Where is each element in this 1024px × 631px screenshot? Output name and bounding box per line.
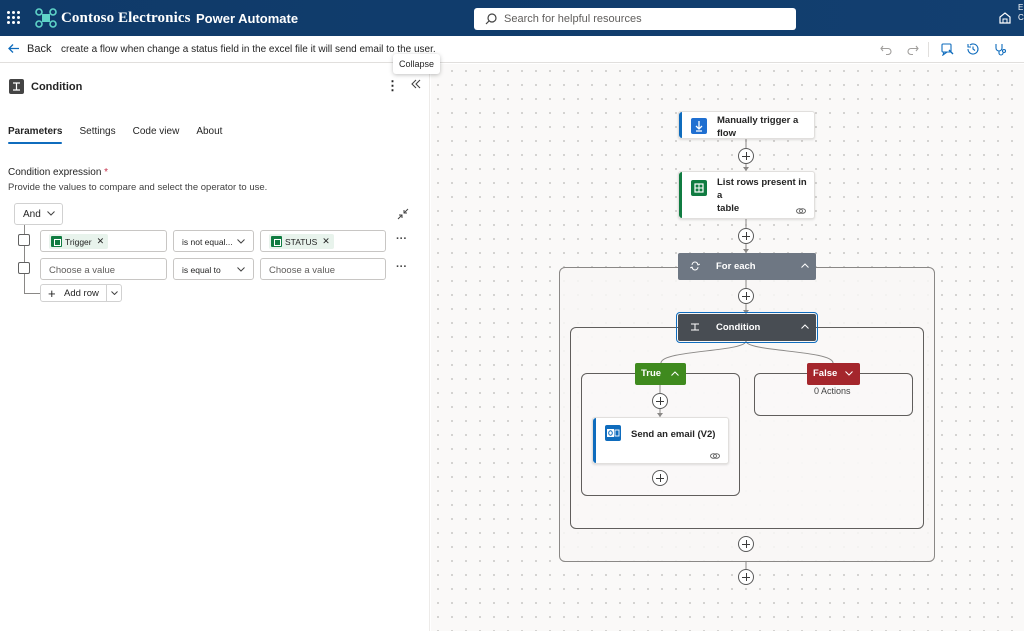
row-more-button[interactable]: ···	[396, 261, 407, 273]
add-action-button[interactable]	[738, 148, 754, 164]
dynamic-token-trigger[interactable]: Trigger ✕	[49, 234, 109, 249]
excel-icon	[271, 236, 282, 247]
tab-settings[interactable]: Settings	[79, 126, 116, 137]
operator-dropdown[interactable]: is not equal...	[173, 230, 254, 252]
panel-title: Condition	[31, 81, 83, 93]
card-title: Send an email (V2)	[631, 429, 716, 440]
row-checkbox[interactable]	[18, 234, 30, 246]
excel-icon	[51, 236, 62, 247]
flow-checker-icon[interactable]	[993, 42, 1007, 56]
required-mark: *	[104, 167, 109, 178]
chevron-down-icon[interactable]	[111, 291, 118, 295]
redo-icon[interactable]	[906, 42, 920, 56]
app-launcher-icon[interactable]	[7, 11, 20, 24]
chevron-down-icon	[237, 239, 245, 244]
panel-tabs: Parameters Settings Code view About	[8, 126, 222, 144]
tree-line	[24, 293, 40, 294]
collapse-arrows-icon[interactable]	[397, 208, 409, 220]
dynamic-token-status[interactable]: STATUS ✕	[269, 234, 334, 249]
chevron-up-icon[interactable]	[801, 324, 809, 329]
search-box[interactable]: Search for helpful resources	[474, 8, 796, 30]
app-name[interactable]: Power Automate	[196, 11, 299, 26]
link-icon	[796, 208, 806, 214]
properties-panel: Condition ⋮ Parameters Settings Code vie…	[0, 64, 430, 631]
command-bar: Back create a flow when change a status …	[0, 36, 1024, 63]
link-icon	[710, 453, 720, 459]
search-placeholder: Search for helpful resources	[504, 13, 642, 25]
condition-icon	[9, 79, 24, 94]
add-action-button[interactable]	[738, 536, 754, 552]
collapse-panel-icon[interactable]	[410, 78, 422, 90]
condition-right-value[interactable]: STATUS ✕	[260, 230, 386, 252]
tab-code-view[interactable]: Code view	[132, 126, 180, 137]
row-checkbox[interactable]	[18, 262, 30, 274]
false-actions-count: 0 Actions	[814, 386, 851, 396]
card-title: Manually trigger a flow	[717, 115, 799, 139]
add-action-button[interactable]	[738, 288, 754, 304]
condition-expression-label: Condition expression *	[8, 167, 109, 178]
condition-right-value[interactable]: Choose a value	[260, 258, 386, 280]
remove-token-icon[interactable]: ✕	[96, 236, 105, 246]
plus-icon: +	[48, 286, 56, 301]
add-action-button[interactable]	[738, 228, 754, 244]
tree-line	[24, 225, 25, 294]
more-options-button[interactable]: ⋮	[386, 78, 399, 93]
back-label: Back	[27, 42, 52, 55]
undo-icon[interactable]	[879, 42, 893, 56]
operator-dropdown[interactable]: is equal to	[173, 258, 254, 280]
row-more-button[interactable]: ···	[396, 233, 407, 245]
top-bar: Contoso Electronics Power Automate Searc…	[0, 0, 1024, 36]
send-email-card[interactable]: Send an email (V2)	[592, 417, 729, 464]
true-branch-label[interactable]: True	[635, 363, 686, 385]
chevron-up-icon	[671, 371, 679, 376]
search-icon	[485, 13, 497, 25]
environment-name: E C	[1018, 3, 1024, 22]
version-history-icon[interactable]	[966, 42, 980, 56]
chevron-up-icon[interactable]	[801, 263, 809, 268]
loop-icon	[690, 261, 700, 271]
condition-left-value[interactable]: Trigger ✕	[40, 230, 167, 252]
condition-left-value[interactable]: Choose a value	[40, 258, 167, 280]
toolbar-divider	[928, 42, 929, 57]
add-action-button[interactable]	[652, 393, 668, 409]
card-title: List rows present in a table	[717, 177, 807, 214]
manual-trigger-card[interactable]: Manually trigger a flow	[678, 111, 815, 139]
back-arrow-icon	[8, 44, 19, 53]
condition-expression-description: Provide the values to compare and select…	[8, 182, 268, 193]
environment-icon[interactable]	[997, 10, 1013, 26]
add-action-button[interactable]	[738, 569, 754, 585]
false-branch-label[interactable]: False	[807, 363, 860, 385]
list-rows-card[interactable]: List rows present in a table	[678, 171, 815, 219]
tab-about[interactable]: About	[196, 126, 223, 137]
chevron-down-icon	[845, 371, 853, 376]
group-operator-dropdown[interactable]: And	[14, 203, 63, 225]
add-action-button[interactable]	[652, 470, 668, 486]
remove-token-icon[interactable]: ✕	[322, 236, 330, 246]
manual-trigger-icon	[691, 118, 707, 134]
add-row-button[interactable]: + Add row	[40, 284, 122, 302]
back-button[interactable]: Back	[7, 42, 51, 55]
condition-block[interactable]: Condition	[676, 312, 818, 343]
tab-parameters[interactable]: Parameters	[8, 126, 63, 144]
collapse-tooltip: Collapse	[393, 54, 440, 74]
condition-icon	[691, 323, 699, 331]
contoso-logo-icon	[35, 8, 57, 28]
copilot-icon[interactable]	[940, 42, 954, 56]
excel-icon	[691, 180, 707, 196]
for-each-block[interactable]: For each	[678, 253, 816, 280]
outlook-icon	[605, 425, 621, 441]
flow-title[interactable]: create a flow when change a status field…	[61, 44, 436, 55]
chevron-down-icon	[47, 211, 55, 216]
chevron-down-icon	[237, 267, 245, 272]
org-name: Contoso Electronics	[61, 10, 191, 26]
